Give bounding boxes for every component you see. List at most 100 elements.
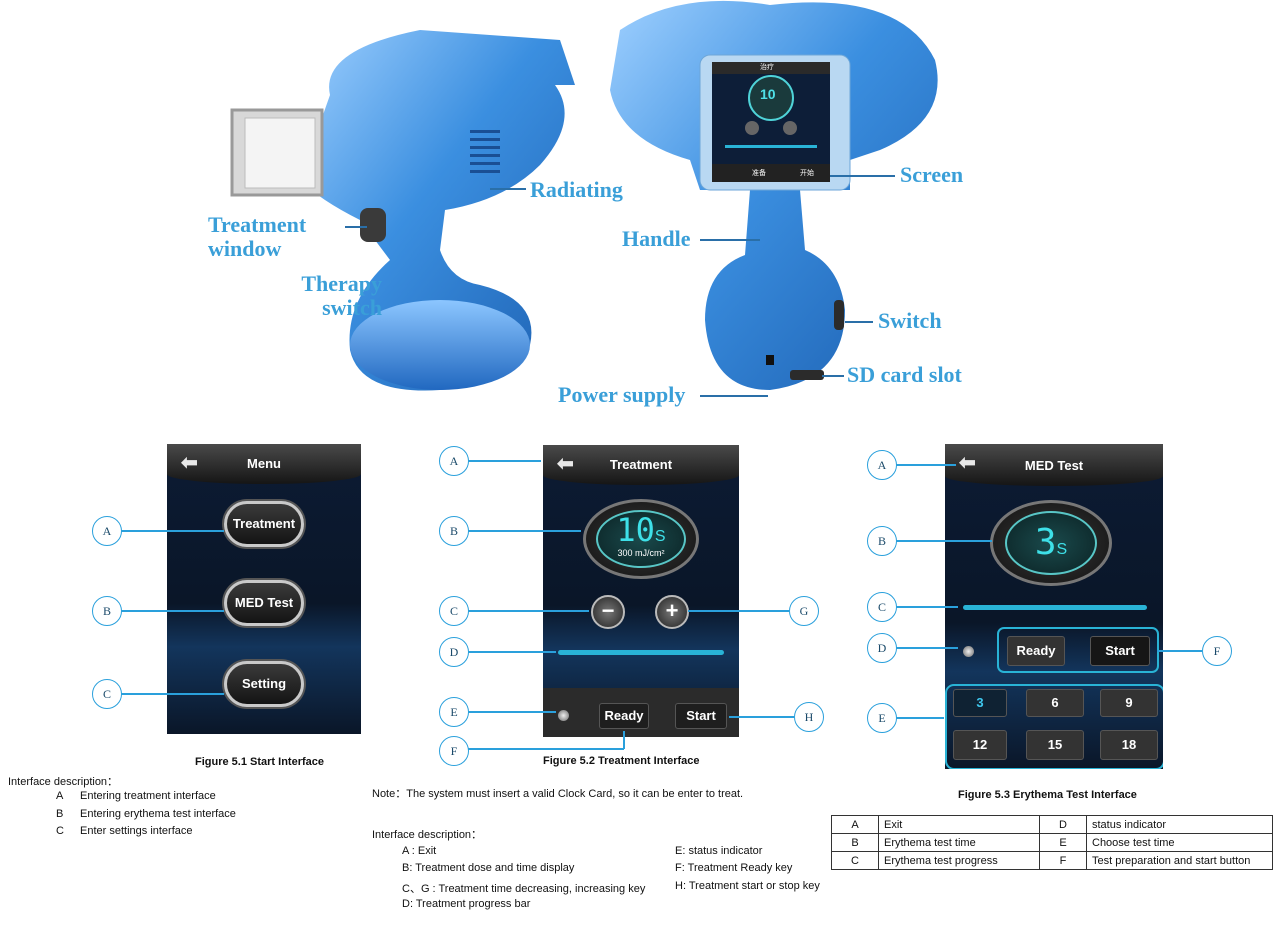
fig1-desc-heading: Interface description： xyxy=(8,776,119,788)
fig1-callout-c: C xyxy=(92,679,122,709)
fig2-callout-a: A xyxy=(439,446,469,476)
med-test-progress-bar xyxy=(963,605,1147,610)
legend-text: Choose test time xyxy=(1086,833,1273,852)
fig2-callout-line-f-up xyxy=(623,731,625,749)
fig2-desc-right-1: F: Treatment Ready key xyxy=(675,862,793,874)
fig3-callout-line-d xyxy=(896,647,958,649)
leader-sd-card xyxy=(822,375,844,377)
menu-screen: ⬅ Menu Treatment MED Test Setting xyxy=(167,444,361,734)
treatment-progress-bar xyxy=(558,650,724,655)
fig2-callout-line-c xyxy=(468,610,589,612)
increase-time-button[interactable]: + xyxy=(655,595,689,629)
time-option-3[interactable]: 3 xyxy=(953,689,1007,717)
fig2-desc-heading: Interface description： xyxy=(372,829,483,841)
back-arrow-icon[interactable]: ⬅ xyxy=(959,452,976,474)
legend-text: Erythema test progress xyxy=(878,851,1040,870)
fig2-desc-left-2: C、G : Treatment time decreasing, increas… xyxy=(402,883,646,895)
ready-button[interactable]: Ready xyxy=(599,703,649,729)
menu-header: ⬅ Menu xyxy=(167,444,361,484)
fig3-callout-c: C xyxy=(867,592,897,622)
med-test-button[interactable]: MED Test xyxy=(224,580,304,626)
fig1-desc-key-c: C xyxy=(56,825,64,837)
label-therapy-switch: Therapy switch xyxy=(301,271,382,320)
fig2-callout-d: D xyxy=(439,637,469,667)
back-arrow-icon[interactable]: ⬅ xyxy=(557,453,574,475)
fig3-callout-line-c xyxy=(896,606,958,608)
med-test-title: MED Test xyxy=(1024,458,1084,473)
fig2-callout-f: F xyxy=(439,736,469,766)
med-status-indicator xyxy=(963,646,974,657)
legend-key: B xyxy=(831,833,879,852)
fig2-callout-line-e xyxy=(468,711,556,713)
mini-screen-time: 10 xyxy=(760,86,776,102)
time-option-15[interactable]: 15 xyxy=(1026,730,1084,760)
setting-button[interactable]: Setting xyxy=(224,661,304,707)
fig3-caption: Figure 5.3 Erythema Test Interface xyxy=(958,789,1137,801)
fig1-callout-line-b xyxy=(121,610,224,612)
med-test-screen: ⬅ MED Test 3S Ready Start 3 6 9 12 15 18 xyxy=(945,444,1163,769)
fig2-callout-g: G xyxy=(789,596,819,626)
treatment-header: ⬅ Treatment xyxy=(543,445,739,485)
leader-power-supply xyxy=(700,395,768,397)
fig1-callout-a: A xyxy=(92,516,122,546)
fig3-legend-table: A Exit D status indicator B Erythema tes… xyxy=(831,815,1273,870)
label-power-supply: Power supply xyxy=(558,382,686,407)
status-indicator xyxy=(558,710,569,721)
table-row: A Exit D status indicator xyxy=(831,815,1273,834)
fig2-desc-left-0: A : Exit xyxy=(402,845,437,857)
fig1-caption: Figure 5.1 Start Interface xyxy=(195,756,324,768)
mini-screen-start: 开始 xyxy=(800,170,814,177)
med-ready-button[interactable]: Ready xyxy=(1007,636,1065,666)
legend-text: status indicator xyxy=(1086,815,1273,834)
leader-screen xyxy=(830,175,895,177)
time-option-9[interactable]: 9 xyxy=(1100,689,1158,717)
treatment-time-unit: S xyxy=(654,528,666,545)
fig3-callout-a: A xyxy=(867,450,897,480)
mini-screen-ready: 准备 xyxy=(752,170,766,177)
label-switch: Switch xyxy=(878,308,942,333)
fig1-desc-text-b: Entering erythema test interface xyxy=(80,808,236,820)
leader-handle xyxy=(700,239,760,241)
fig1-desc-text-c: Enter settings interface xyxy=(80,825,193,837)
treatment-title: Treatment xyxy=(609,457,673,472)
legend-text: Erythema test time xyxy=(878,833,1040,852)
fig1-callout-line-a xyxy=(121,530,224,532)
time-option-12[interactable]: 12 xyxy=(953,730,1007,760)
start-button[interactable]: Start xyxy=(675,703,727,729)
legend-key: D xyxy=(1039,815,1087,834)
legend-key: E xyxy=(1039,833,1087,852)
time-option-6[interactable]: 6 xyxy=(1026,689,1084,717)
fig3-callout-d: D xyxy=(867,633,897,663)
med-test-time: 3 xyxy=(1034,522,1057,563)
label-treatment-window: Treatment window xyxy=(208,212,307,261)
legend-key: C xyxy=(831,851,879,870)
fig2-callout-line-h xyxy=(729,716,794,718)
fig1-callout-b: B xyxy=(92,596,122,626)
time-option-18[interactable]: 18 xyxy=(1100,730,1158,760)
label-sd-card-slot: SD card slot xyxy=(847,362,962,387)
label-radiating: Radiating xyxy=(530,177,623,202)
table-row: B Erythema test time E Choose test time xyxy=(831,833,1273,852)
treatment-display: 10S 300 mJ/cm² xyxy=(583,499,699,579)
legend-text: Exit xyxy=(878,815,1040,834)
fig3-callout-line-e xyxy=(896,717,944,719)
fig2-callout-line-f xyxy=(468,748,624,750)
menu-title: Menu xyxy=(247,456,281,471)
back-arrow-icon[interactable]: ⬅ xyxy=(181,452,198,474)
fig2-desc-right-2: H: Treatment start or stop key xyxy=(675,880,820,892)
fig3-callout-f: F xyxy=(1202,636,1232,666)
med-test-display: 3S xyxy=(990,500,1112,586)
fig3-callout-line-a xyxy=(896,464,956,466)
table-row: C Erythema test progress F Test preparat… xyxy=(831,851,1273,870)
treatment-button[interactable]: Treatment xyxy=(224,501,304,547)
time-choice-group xyxy=(945,684,1163,769)
fig2-desc-left-1: B: Treatment dose and time display xyxy=(402,862,575,874)
label-screen: Screen xyxy=(900,162,964,187)
treatment-display-inner: 10S 300 mJ/cm² xyxy=(596,510,686,568)
fig2-callout-line-g xyxy=(688,610,789,612)
decrease-time-button[interactable]: − xyxy=(591,595,625,629)
treatment-screen: ⬅ Treatment 10S 300 mJ/cm² − + Ready Sta… xyxy=(543,445,739,737)
fig3-callout-line-b xyxy=(896,540,992,542)
med-start-button[interactable]: Start xyxy=(1090,636,1150,666)
fig3-callout-line-f xyxy=(1157,650,1202,652)
